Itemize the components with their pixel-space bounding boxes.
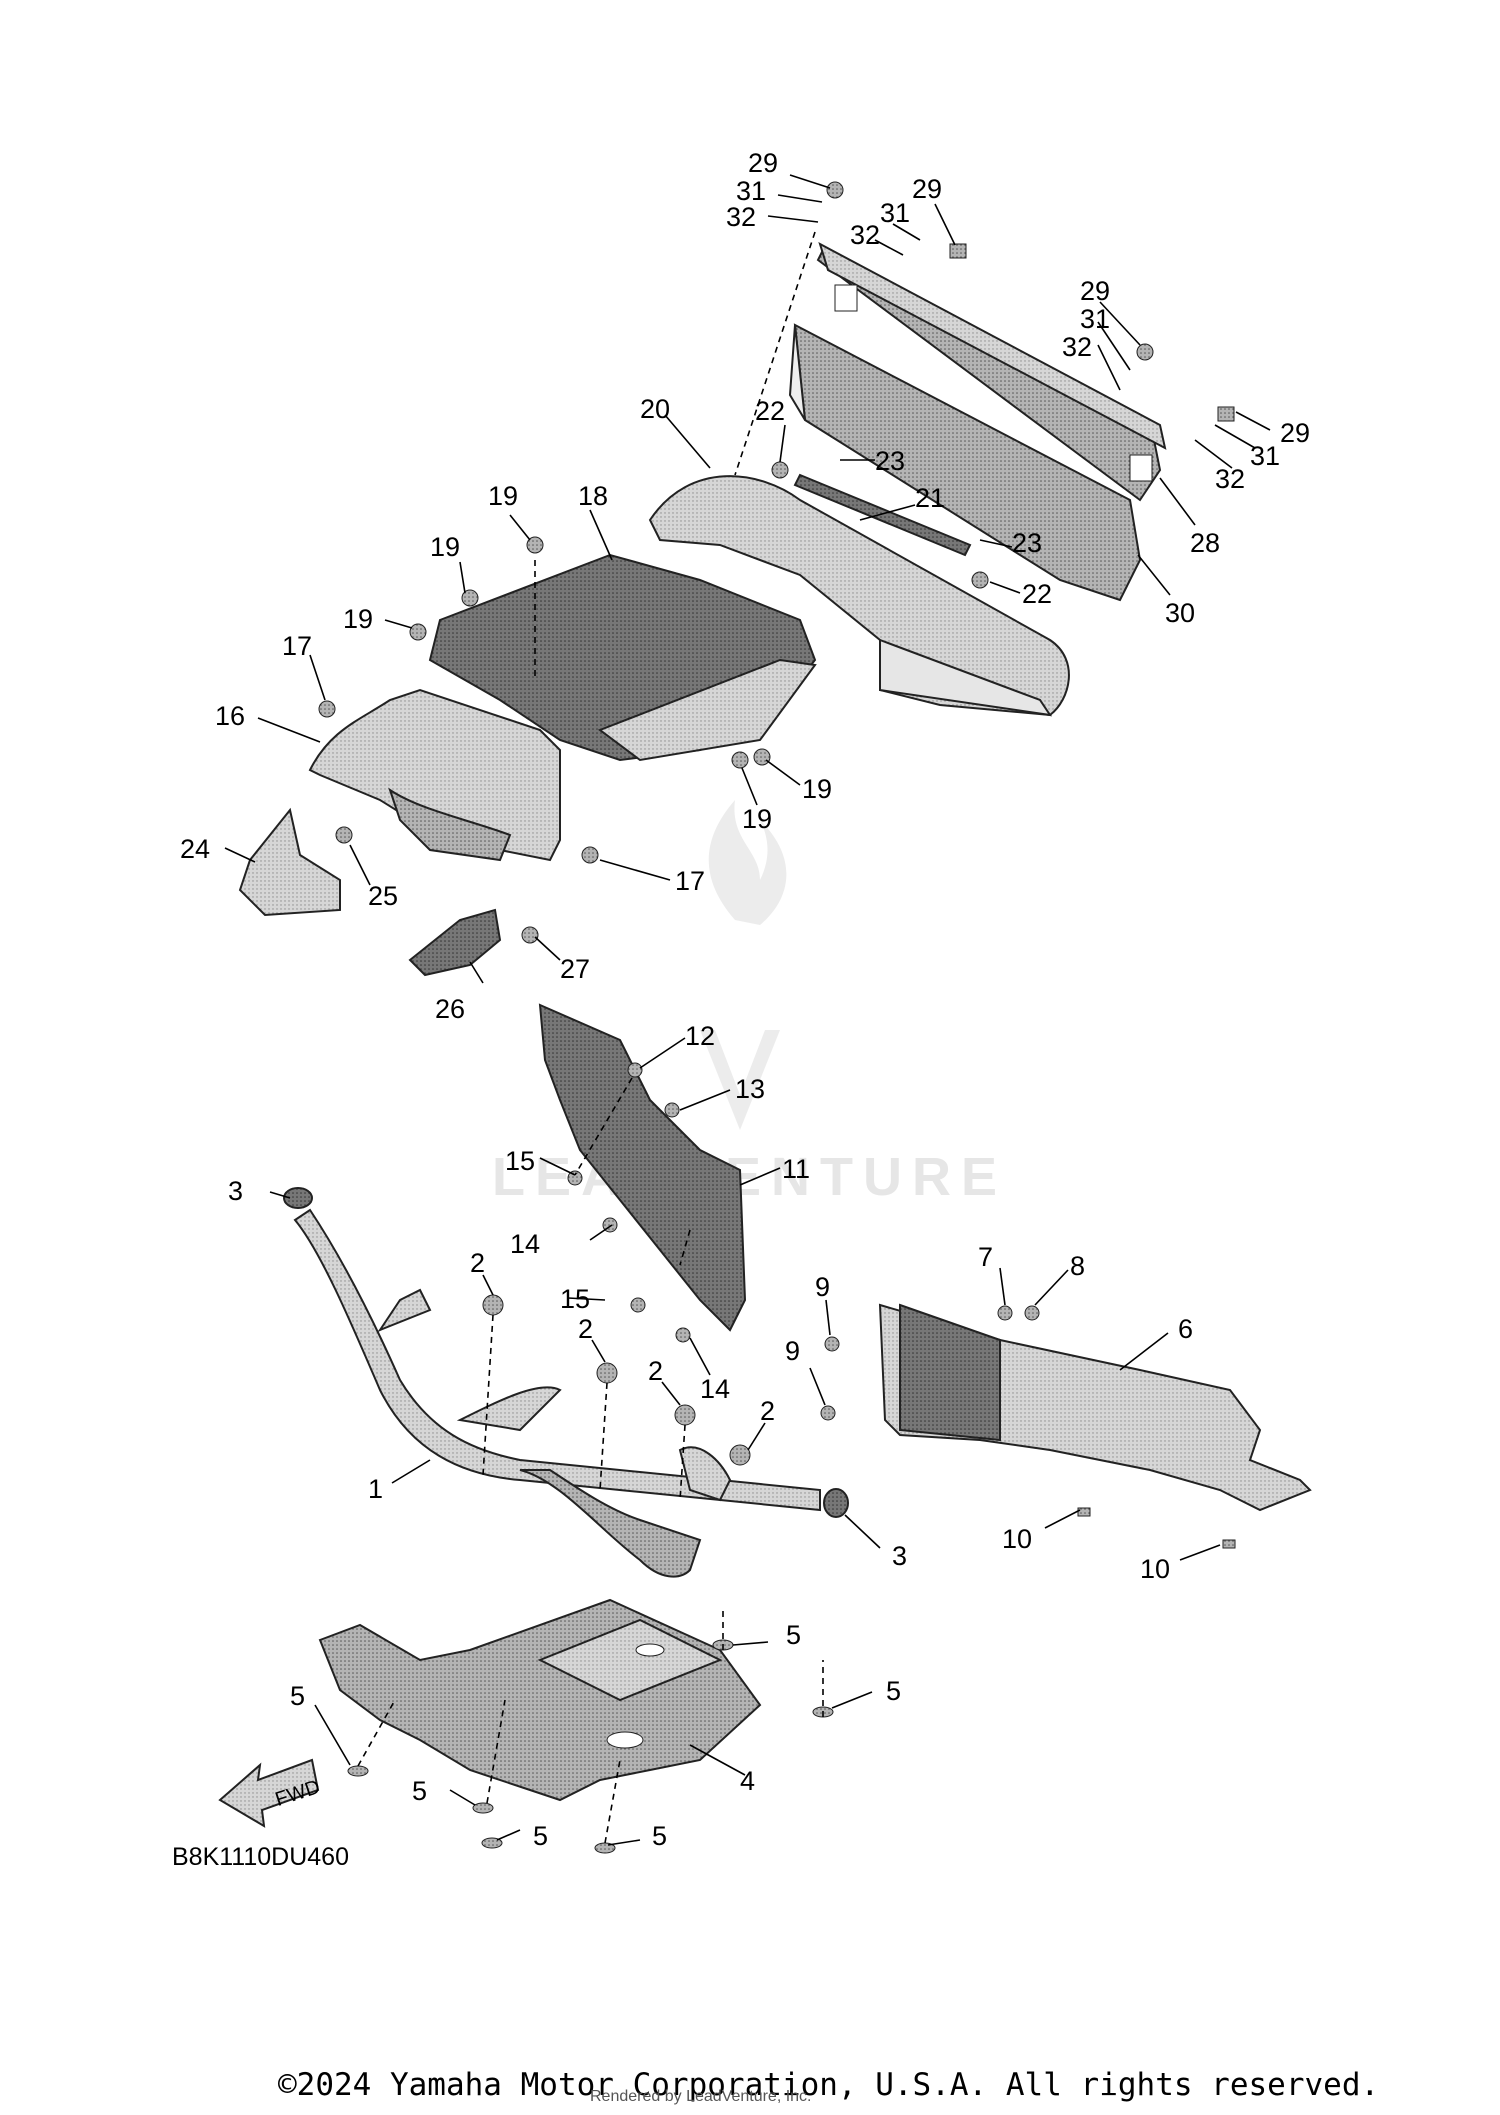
part-label-19: 19 — [343, 604, 373, 634]
part-label-22: 22 — [755, 396, 785, 426]
part-label-5: 5 — [652, 1821, 667, 1851]
side-panel — [538, 1003, 747, 1332]
v-logo-icon — [700, 1030, 780, 1130]
part-label-29: 29 — [748, 148, 778, 178]
part-label-32: 32 — [1215, 464, 1245, 494]
flame-logo-icon — [708, 800, 787, 925]
part-label-3: 3 — [228, 1176, 243, 1206]
part-label-1: 1 — [368, 1474, 383, 1504]
part-label-5: 5 — [290, 1681, 305, 1711]
part-label-29: 29 — [1280, 418, 1310, 448]
part-label-31: 31 — [736, 176, 766, 206]
part-label-31: 31 — [1080, 304, 1110, 334]
part-label-15: 15 — [505, 1146, 535, 1176]
part-label-20: 20 — [640, 394, 670, 424]
part-label-14: 14 — [700, 1374, 730, 1404]
part-label-8: 8 — [1070, 1251, 1085, 1281]
part-label-32: 32 — [1062, 332, 1092, 362]
part-label-7: 7 — [978, 1242, 993, 1272]
part-label-2: 2 — [648, 1356, 663, 1386]
part-label-29: 29 — [912, 174, 942, 204]
part-label-21: 21 — [915, 483, 945, 513]
bracket-left — [238, 807, 341, 917]
part-label-22: 22 — [1022, 579, 1052, 609]
part-label-19: 19 — [742, 804, 772, 834]
part-label-23: 23 — [875, 446, 905, 476]
frame-tube — [293, 1208, 821, 1578]
part-label-13: 13 — [735, 1074, 765, 1104]
diagram-code: B8K1110DU460 — [172, 1843, 349, 1871]
front-cover — [308, 688, 561, 862]
grommet-top — [283, 1187, 313, 1209]
part-label-4: 4 — [740, 1766, 755, 1796]
part-label-5: 5 — [786, 1620, 801, 1650]
skid-plate — [318, 1598, 762, 1802]
part-label-18: 18 — [578, 481, 608, 511]
part-label-29: 29 — [1080, 276, 1110, 306]
part-label-31: 31 — [880, 198, 910, 228]
watermark: LEADVENTURE — [492, 800, 997, 1207]
side-guard-right — [878, 1303, 1312, 1512]
part-label-10: 10 — [1140, 1554, 1170, 1584]
part-label-5: 5 — [886, 1676, 901, 1706]
part-label-6: 6 — [1178, 1314, 1193, 1344]
part-label-25: 25 — [368, 881, 398, 911]
part-label-32: 32 — [850, 220, 880, 250]
fasteners — [318, 181, 1236, 1854]
part-label-19: 19 — [488, 481, 518, 511]
copyright-notice: ©2024 Yamaha Motor Corporation, U.S.A. A… — [278, 2067, 1380, 2103]
part-label-11: 11 — [782, 1154, 810, 1184]
part-label-30: 30 — [1165, 598, 1195, 628]
rear-panel-assembly — [788, 241, 1167, 602]
part-label-3: 3 — [892, 1541, 907, 1571]
part-label-16: 16 — [215, 701, 245, 731]
rear-bar — [793, 473, 972, 557]
part-label-14: 14 — [510, 1229, 540, 1259]
part-label-17: 17 — [675, 866, 705, 896]
grommet-right — [823, 1488, 849, 1518]
part-label-26: 26 — [435, 994, 465, 1024]
fwd-arrow-icon — [218, 1758, 320, 1828]
part-label-23: 23 — [1012, 528, 1042, 558]
part-label-9: 9 — [815, 1272, 830, 1302]
part-label-2: 2 — [578, 1314, 593, 1344]
part-label-9: 9 — [785, 1336, 800, 1366]
part-label-10: 10 — [1002, 1524, 1032, 1554]
rendered-by-credit: Rendered by LeadVenture, Inc. — [590, 2088, 812, 2105]
part-label-5: 5 — [533, 1821, 548, 1851]
part-label-28: 28 — [1190, 528, 1220, 558]
part-number-labels: 29 31 32 29 31 32 29 31 32 29 31 32 28 3… — [172, 148, 1310, 1871]
part-label-15: 15 — [560, 1284, 590, 1314]
bracket-middle — [408, 908, 502, 977]
part-label-27: 27 — [560, 954, 590, 984]
part-label-24: 24 — [180, 834, 210, 864]
install-lines — [357, 231, 824, 1844]
part-label-12: 12 — [685, 1021, 715, 1051]
part-label-2: 2 — [470, 1248, 485, 1278]
leader-lines — [224, 174, 1271, 1846]
rear-fender — [648, 475, 1070, 717]
part-label-2: 2 — [760, 1396, 775, 1426]
part-label-31: 31 — [1250, 441, 1280, 471]
part-label-19: 19 — [802, 774, 832, 804]
part-label-19: 19 — [430, 532, 460, 562]
part-label-17: 17 — [282, 631, 312, 661]
part-label-32: 32 — [726, 202, 756, 232]
seat-cover — [428, 553, 817, 762]
fwd-arrow: FWD — [218, 1758, 323, 1828]
part-label-5: 5 — [412, 1776, 427, 1806]
